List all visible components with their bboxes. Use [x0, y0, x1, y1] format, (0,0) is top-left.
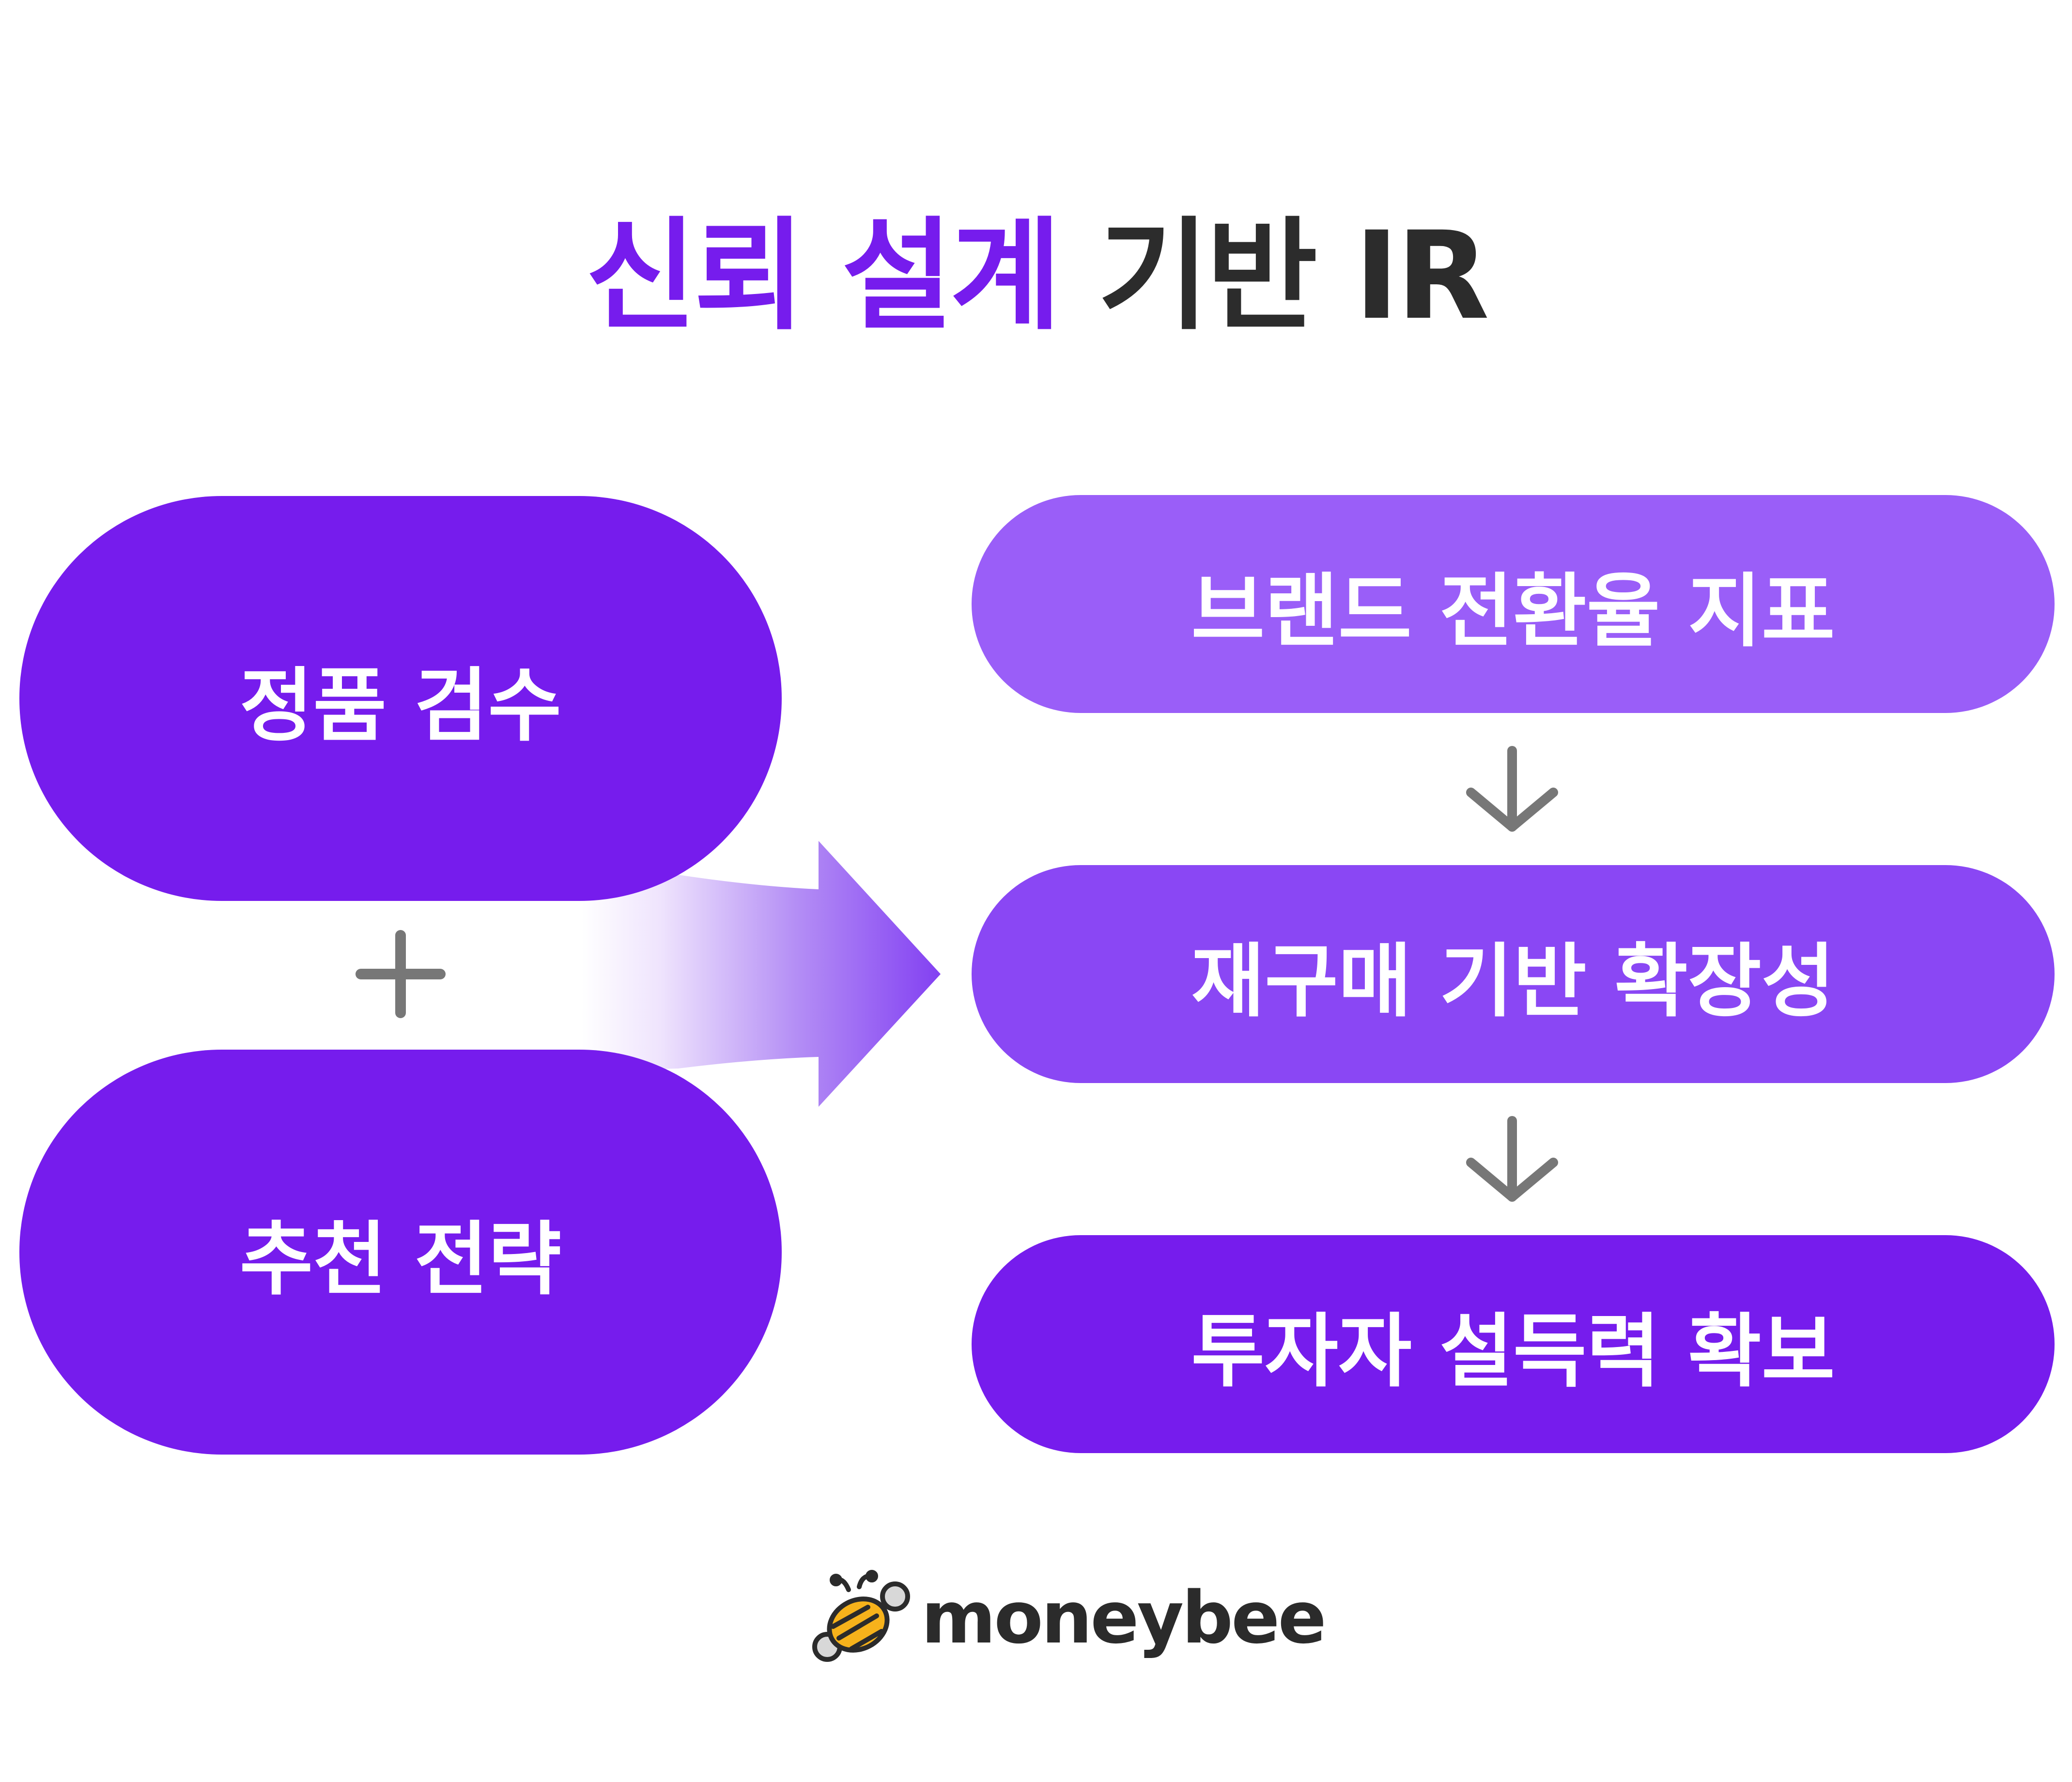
- input-label: 정품 검수: [239, 659, 562, 752]
- input-pill-recommendation: 추천 전략: [19, 1050, 782, 1455]
- logo-text: moneybee: [921, 1576, 1327, 1659]
- down-arrow-icon: [1466, 746, 1558, 832]
- title-dark: 기반 IR: [1098, 205, 1490, 346]
- outcome-label: 투자자 설득력 확보: [1191, 1304, 1835, 1398]
- outcome-pill-repurchase: 재구매 기반 확장성: [972, 865, 2055, 1083]
- outcome-label: 브랜드 전환율 지표: [1191, 564, 1835, 658]
- title-accent: 신뢰 설계: [585, 205, 1062, 346]
- outcome-label: 재구매 기반 확장성: [1191, 934, 1835, 1028]
- input-label: 추천 전략: [239, 1212, 562, 1306]
- bee-icon: [812, 1570, 910, 1662]
- input-pill-authenticity: 정품 검수: [19, 496, 782, 901]
- outcome-pill-investor: 투자자 설득력 확보: [972, 1235, 2055, 1453]
- down-arrow-icon: [1466, 1116, 1558, 1202]
- page-title: 신뢰 설계 기반 IR: [0, 203, 2072, 349]
- moneybee-logo: moneybee: [809, 1569, 1327, 1666]
- outcome-pill-conversion: 브랜드 전환율 지표: [972, 495, 2055, 713]
